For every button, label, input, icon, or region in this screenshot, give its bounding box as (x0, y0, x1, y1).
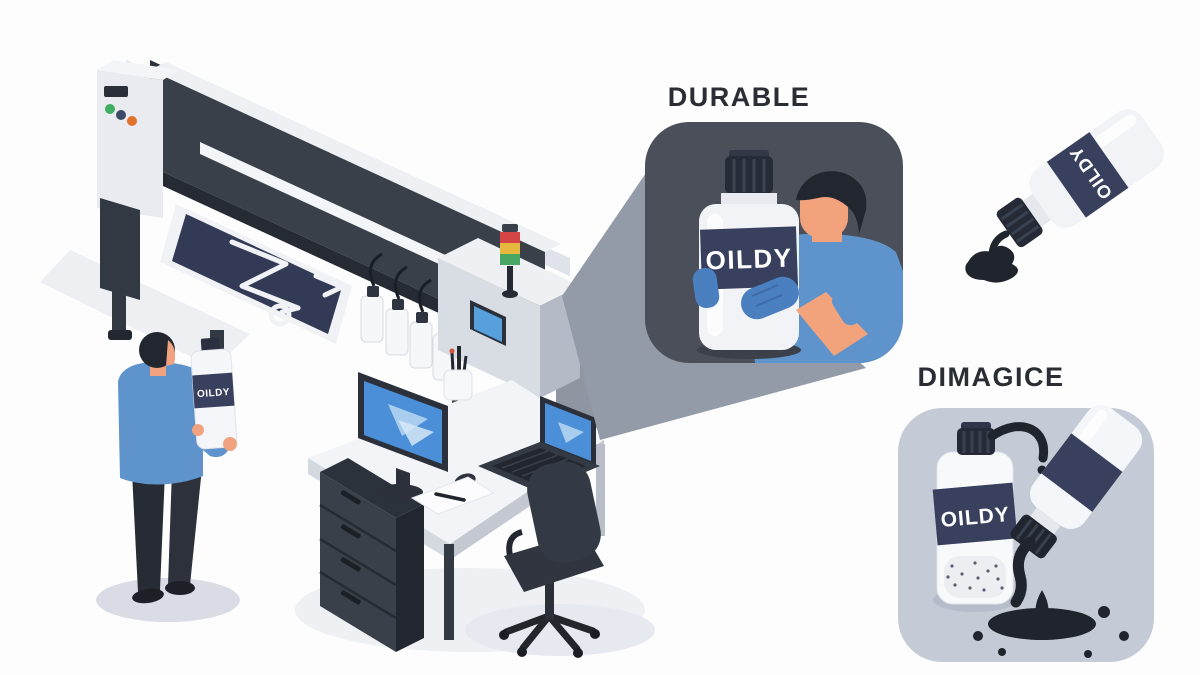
ink-splat (965, 245, 1018, 283)
damage-title: DIMAGICE (917, 362, 1065, 392)
signal-tower-light (500, 224, 520, 298)
desktop-monitor (358, 372, 448, 500)
green-button (105, 104, 115, 114)
worker-bottle: OILDY (190, 337, 238, 450)
paper-and-pen (410, 476, 496, 515)
callout-gloves (692, 267, 869, 356)
worker-bottle-label: OILDY (197, 387, 231, 400)
damage-panel: OILDY (898, 405, 1154, 662)
printer-right-module (438, 224, 580, 464)
large-format-printer (97, 60, 630, 464)
blue-button (116, 110, 126, 120)
office-chair (499, 461, 604, 658)
durable-callout: OILDY (562, 122, 903, 440)
office-desk (308, 346, 605, 652)
panel-bottle-pouring (973, 405, 1143, 658)
drawer-unit (319, 458, 424, 652)
spilled-bottle: OILDY (965, 109, 1164, 283)
durable-title: DURABLE (667, 82, 811, 112)
spout-hose (987, 422, 1049, 463)
printer-display (104, 86, 128, 97)
module-screen (474, 306, 502, 342)
printed-banner (160, 204, 352, 344)
callout-bottle-label: OILDY (705, 242, 793, 275)
ink-puddle (973, 590, 1129, 658)
orange-button (127, 116, 137, 126)
worker-figure: OILDY (96, 332, 240, 622)
printer-control-panel (97, 60, 179, 218)
panel-bottle-sediment: OILDY (932, 422, 1049, 612)
pen-cup (443, 346, 473, 401)
laptop (478, 396, 600, 492)
